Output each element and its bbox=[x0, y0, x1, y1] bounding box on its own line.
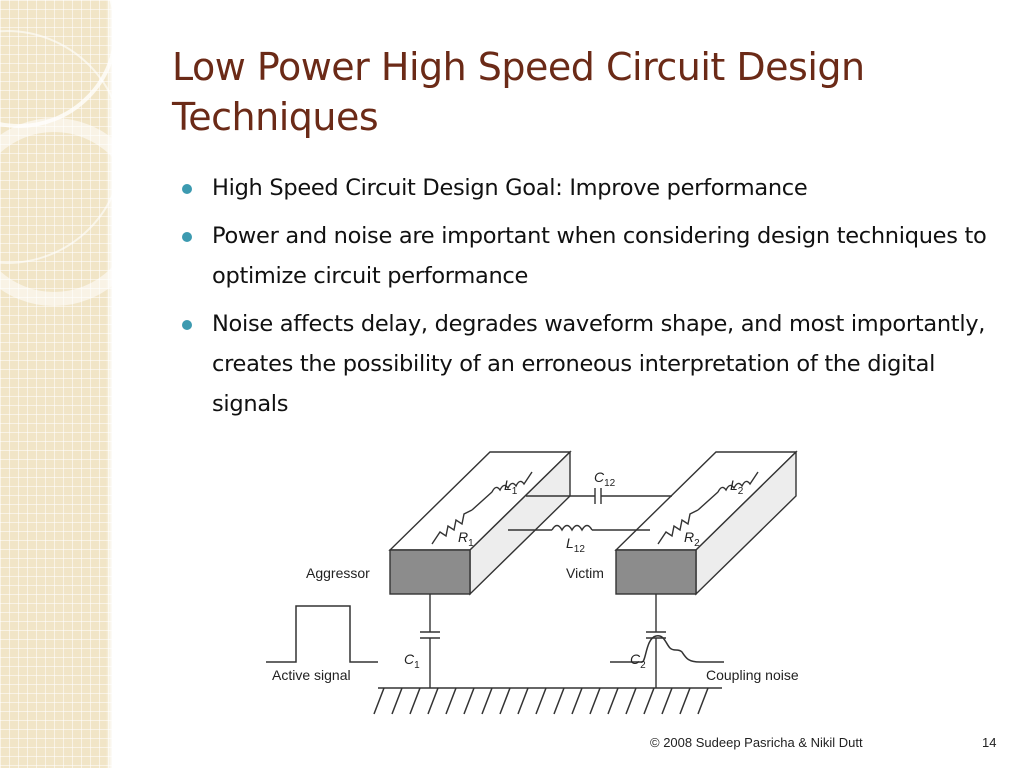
crosstalk-circuit-diagram: Aggressor Victim L1 R1 L2 R2 C12 L12 C1 … bbox=[266, 450, 799, 715]
bullet-text: High Speed Circuit Design Goal: Improve … bbox=[212, 175, 808, 201]
slide-title: Low Power High Speed Circuit Design Tech… bbox=[172, 45, 865, 139]
decorative-ring bbox=[0, 118, 148, 306]
victim-wire bbox=[614, 450, 798, 596]
bullet-dot-icon bbox=[182, 232, 192, 242]
aggressor-wire bbox=[388, 450, 572, 596]
coupling-capacitor-icon bbox=[526, 488, 672, 504]
r1-label: R1 bbox=[458, 529, 474, 549]
mutual-inductance-icon bbox=[508, 524, 650, 532]
bullet-list: High Speed Circuit Design Goal: Improve … bbox=[180, 168, 1000, 432]
active-signal-label: Active signal bbox=[272, 667, 351, 683]
bullet-text: Noise affects delay, degrades waveform s… bbox=[212, 311, 986, 417]
bullet-item: High Speed Circuit Design Goal: Improve … bbox=[180, 168, 1000, 208]
active-signal-waveform-icon bbox=[266, 605, 378, 663]
victim-rl-icon bbox=[657, 471, 759, 545]
bullet-dot-icon bbox=[182, 184, 192, 194]
coupling-noise-label: Coupling noise bbox=[706, 667, 799, 683]
l2-label: L2 bbox=[730, 477, 744, 497]
coupling-noise-waveform-icon bbox=[610, 635, 724, 663]
ground-icon bbox=[373, 687, 722, 715]
r2-label: R2 bbox=[684, 529, 700, 549]
footer-credit: © 2008 Sudeep Pasricha & Nikil Dutt bbox=[650, 735, 863, 750]
bullet-item: Noise affects delay, degrades waveform s… bbox=[180, 304, 1000, 424]
ground-capacitor-icon bbox=[420, 594, 666, 688]
aggressor-rl-icon bbox=[431, 471, 533, 545]
l12-label: L12 bbox=[566, 535, 585, 555]
bullet-dot-icon bbox=[182, 320, 192, 330]
victim-label: Victim bbox=[566, 565, 604, 581]
page-number: 14 bbox=[982, 735, 997, 750]
l1-label: L1 bbox=[504, 477, 518, 497]
c2-label: C2 bbox=[630, 651, 646, 671]
c1-label: C1 bbox=[404, 651, 420, 671]
aggressor-label: Aggressor bbox=[306, 565, 370, 581]
decorative-side-panel bbox=[0, 0, 148, 768]
c12-label: C12 bbox=[594, 469, 616, 489]
bullet-item: Power and noise are important when consi… bbox=[180, 216, 1000, 296]
bullet-text: Power and noise are important when consi… bbox=[212, 223, 987, 289]
